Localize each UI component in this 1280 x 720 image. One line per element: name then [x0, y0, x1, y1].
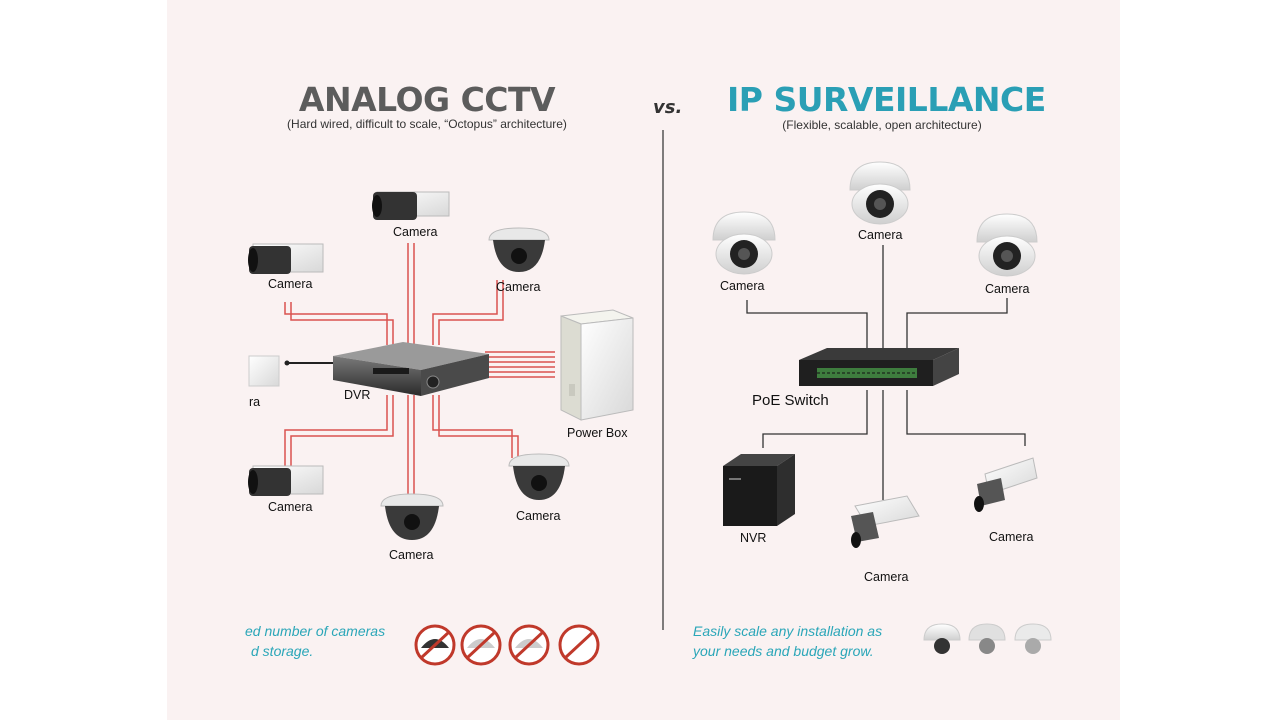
poe-switch-icon	[799, 348, 959, 386]
analog-camera-top-label: Camera	[393, 225, 438, 239]
wire-power	[485, 351, 555, 378]
wire-lower-right	[432, 395, 519, 458]
ip-dome-camera-top-icon	[849, 161, 911, 225]
dome-camera-right-top-icon	[488, 227, 550, 272]
ip-camera-left-label: Camera	[720, 279, 765, 293]
dome-camera-right-bottom-icon	[508, 453, 570, 500]
analog-camera-right-top-label: Camera	[496, 280, 541, 294]
ip-bullet-camera-right-icon	[974, 457, 1038, 512]
analog-wires	[284, 243, 555, 500]
ip-camera-right-bottom-label: Camera	[989, 530, 1034, 544]
small-dome-2	[968, 623, 1006, 654]
wire-bottom	[407, 395, 415, 500]
ip-wire-nvr	[762, 390, 868, 448]
ip-dome-camera-left-icon	[712, 211, 776, 275]
analog-camera-left-mid-label: ra	[249, 395, 261, 409]
ip-camera-right-label: Camera	[985, 282, 1030, 296]
ip-note: Easily scale any installation as your ne…	[693, 621, 882, 661]
dvr-icon	[333, 342, 489, 396]
box-camera-left-bottom-icon	[248, 465, 324, 496]
dvr-label: DVR	[344, 388, 371, 402]
analog-camera-left-bottom-label: Camera	[268, 500, 313, 514]
ip-camera-top-label: Camera	[858, 228, 903, 242]
analog-title: ANALOG CCTV	[298, 80, 556, 119]
analog-note-line2: d storage.	[251, 643, 314, 659]
diagram-canvas	[248, 130, 1052, 666]
small-dome-icons	[923, 623, 1052, 654]
analog-camera-left-top-label: Camera	[268, 277, 313, 291]
analog-note-line1: ed number of cameras	[245, 623, 386, 639]
analog-subtitle: (Hard wired, difficult to scale, “Octopu…	[287, 117, 567, 131]
prohibited-cameras-icons	[414, 624, 600, 666]
ip-wire-bottom-right	[906, 390, 1026, 446]
prohibit-icon-2	[460, 624, 502, 666]
nvr-icon	[723, 454, 795, 526]
power-box-label: Power Box	[567, 426, 628, 440]
slide: ANALOG CCTV (Hard wired, difficult to sc…	[167, 0, 1120, 720]
prohibit-icon-4	[558, 624, 600, 666]
power-box-icon	[560, 309, 634, 421]
box-camera-left-mid-icon	[248, 355, 280, 387]
box-camera-left-top-icon	[248, 243, 324, 274]
ip-camera-bottom-label: Camera	[864, 570, 909, 584]
ip-title: IP SURVEILLANCE	[727, 80, 1046, 119]
wire-lower-left	[284, 395, 394, 468]
ip-wire-right	[906, 298, 1008, 355]
analog-note: ed number of cameras d storage.	[245, 621, 385, 661]
ip-dome-camera-right-icon	[976, 213, 1038, 277]
prohibit-icon-3	[508, 624, 550, 666]
poe-switch-label: PoE Switch	[752, 392, 829, 409]
analog-camera-bottom-label: Camera	[389, 548, 434, 562]
nvr-label: NVR	[740, 531, 767, 545]
wire-upper-right	[432, 280, 504, 345]
small-dome-1	[923, 623, 961, 654]
analog-camera-right-bottom-label: Camera	[516, 509, 561, 523]
wire-upper-left	[284, 302, 394, 345]
ip-subtitle: (Flexible, scalable, open architecture)	[782, 118, 982, 132]
wire-top	[407, 243, 415, 345]
ip-note-line2: your needs and budget grow.	[693, 643, 874, 659]
dome-camera-bottom-icon	[380, 493, 444, 540]
ip-note-line1: Easily scale any installation as	[693, 623, 883, 639]
box-camera-top-icon	[372, 191, 450, 220]
ip-wire-left	[746, 300, 868, 355]
small-dome-3	[1014, 623, 1052, 654]
vs-label: vs.	[653, 97, 683, 118]
prohibit-icon-1	[414, 624, 456, 666]
ip-bullet-camera-bottom-icon	[851, 495, 920, 548]
ip-wires	[746, 245, 1026, 500]
